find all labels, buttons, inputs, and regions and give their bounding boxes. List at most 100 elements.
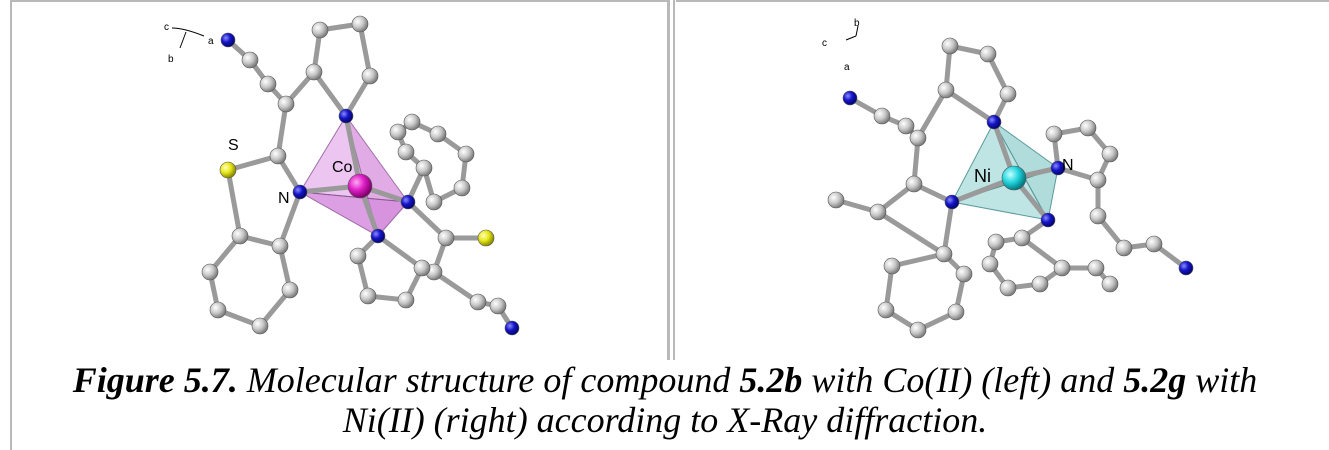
carbon-atom [413, 259, 431, 277]
carbon-atom [1031, 275, 1049, 293]
nitrogen-atom [1050, 160, 1066, 176]
axis-label-b: b [168, 54, 174, 65]
bond [431, 269, 481, 305]
carbon-atom [877, 301, 895, 319]
figure-caption: Figure 5.7. Molecular structure of compo… [30, 360, 1300, 440]
carbon-atom [489, 297, 507, 315]
axis-orientation-icon [171, 27, 205, 49]
carbon-atom [897, 117, 915, 135]
carbon-atom [359, 287, 377, 305]
metal-atom [1001, 165, 1027, 191]
compound-id-2: 5.2g [1123, 360, 1187, 400]
carbon-atom [469, 293, 487, 311]
left-structure-panel: c a b S N Co [14, 6, 664, 358]
bond [275, 101, 289, 159]
axis-label-c: c [164, 22, 169, 33]
carbon-atom [209, 301, 227, 319]
bond [225, 167, 243, 239]
carbon-atom [397, 291, 415, 309]
atom-label-s: S [228, 137, 239, 154]
carbon-atom [999, 85, 1017, 103]
carbon-atom [277, 95, 295, 113]
axis-label-a: a [844, 62, 850, 73]
bond [1019, 235, 1065, 271]
bond [311, 69, 349, 119]
carbon-atom [281, 281, 299, 299]
bond [375, 233, 425, 271]
carbon-atom [437, 229, 455, 247]
carbon-atom [351, 15, 369, 33]
bond [357, 21, 373, 79]
left-border [10, 0, 12, 450]
carbon-atom [425, 193, 443, 211]
carbon-atom [389, 123, 407, 141]
carbon-atom [271, 237, 289, 255]
carbon-atom [1079, 119, 1097, 137]
carbon-atom [1089, 171, 1107, 189]
bond [889, 251, 947, 269]
carbon-atom [909, 129, 927, 147]
metal-atom [347, 173, 373, 199]
carbon-atom [883, 257, 901, 275]
carbon-atom [1053, 259, 1071, 277]
atom-label-ni: Ni [974, 166, 991, 186]
caption-text-3: with [1195, 360, 1258, 400]
carbon-atom [429, 125, 447, 143]
cobalt-complex-structure: c a b S N Co [164, 15, 520, 336]
carbon-atom [457, 145, 475, 163]
bond [943, 87, 997, 125]
carbon-atom [201, 263, 219, 281]
top-border-right [676, 0, 1329, 2]
compound-id-1: 5.2b [739, 360, 803, 400]
carbon-atom [453, 179, 471, 197]
axis-orientation-icon [845, 25, 859, 41]
carbon-atom [231, 227, 249, 245]
carbon-atom [259, 75, 277, 93]
panel-divider [667, 0, 670, 360]
carbon-atom [979, 45, 997, 63]
bond [875, 209, 947, 257]
carbon-atom [905, 175, 923, 193]
sulfur-atom [219, 161, 237, 179]
nitrogen-atom [292, 184, 308, 200]
atom-label-n: N [278, 190, 290, 207]
carbon-atom [941, 37, 959, 55]
axis-label-b: b [854, 18, 860, 29]
carbon-atom [935, 245, 953, 263]
carbon-atom [305, 63, 323, 81]
carbon-atom [937, 81, 955, 99]
nitrogen-atom [1178, 260, 1194, 276]
carbon-atom [311, 21, 329, 39]
carbon-atom [909, 321, 927, 339]
carbon-atom [403, 113, 421, 131]
caption-text-4: Ni(II) (right) according to X-Ray diffra… [342, 400, 988, 440]
carbon-atom [251, 317, 269, 335]
carbon-atom [955, 265, 973, 283]
carbon-atom [349, 247, 367, 265]
panel-divider-2 [673, 0, 675, 360]
nitrogen-atom [220, 32, 236, 48]
top-border-left [10, 0, 668, 2]
carbon-atom [827, 191, 845, 209]
bond [405, 199, 449, 241]
sulfur-atom [477, 229, 495, 247]
coordination-polyhedron [299, 114, 410, 238]
carbon-atom [1101, 145, 1119, 163]
atom-set [827, 37, 1194, 339]
carbon-atom [1089, 207, 1107, 225]
bond [915, 87, 949, 141]
nitrogen-atom [504, 320, 520, 336]
carbon-atom [241, 51, 259, 69]
atom-label-co: Co [332, 159, 353, 176]
nitrogen-atom [986, 114, 1002, 130]
carbon-atom [987, 233, 1005, 251]
nitrogen-atom [400, 194, 416, 210]
axis-label-a: a [208, 36, 214, 47]
carbon-atom [947, 303, 965, 321]
nitrogen-atom [338, 108, 354, 124]
bond [941, 199, 955, 257]
bond [277, 189, 303, 249]
carbon-atom [415, 159, 433, 177]
atom-label-n: N [1062, 157, 1074, 174]
carbon-atom [981, 255, 999, 273]
